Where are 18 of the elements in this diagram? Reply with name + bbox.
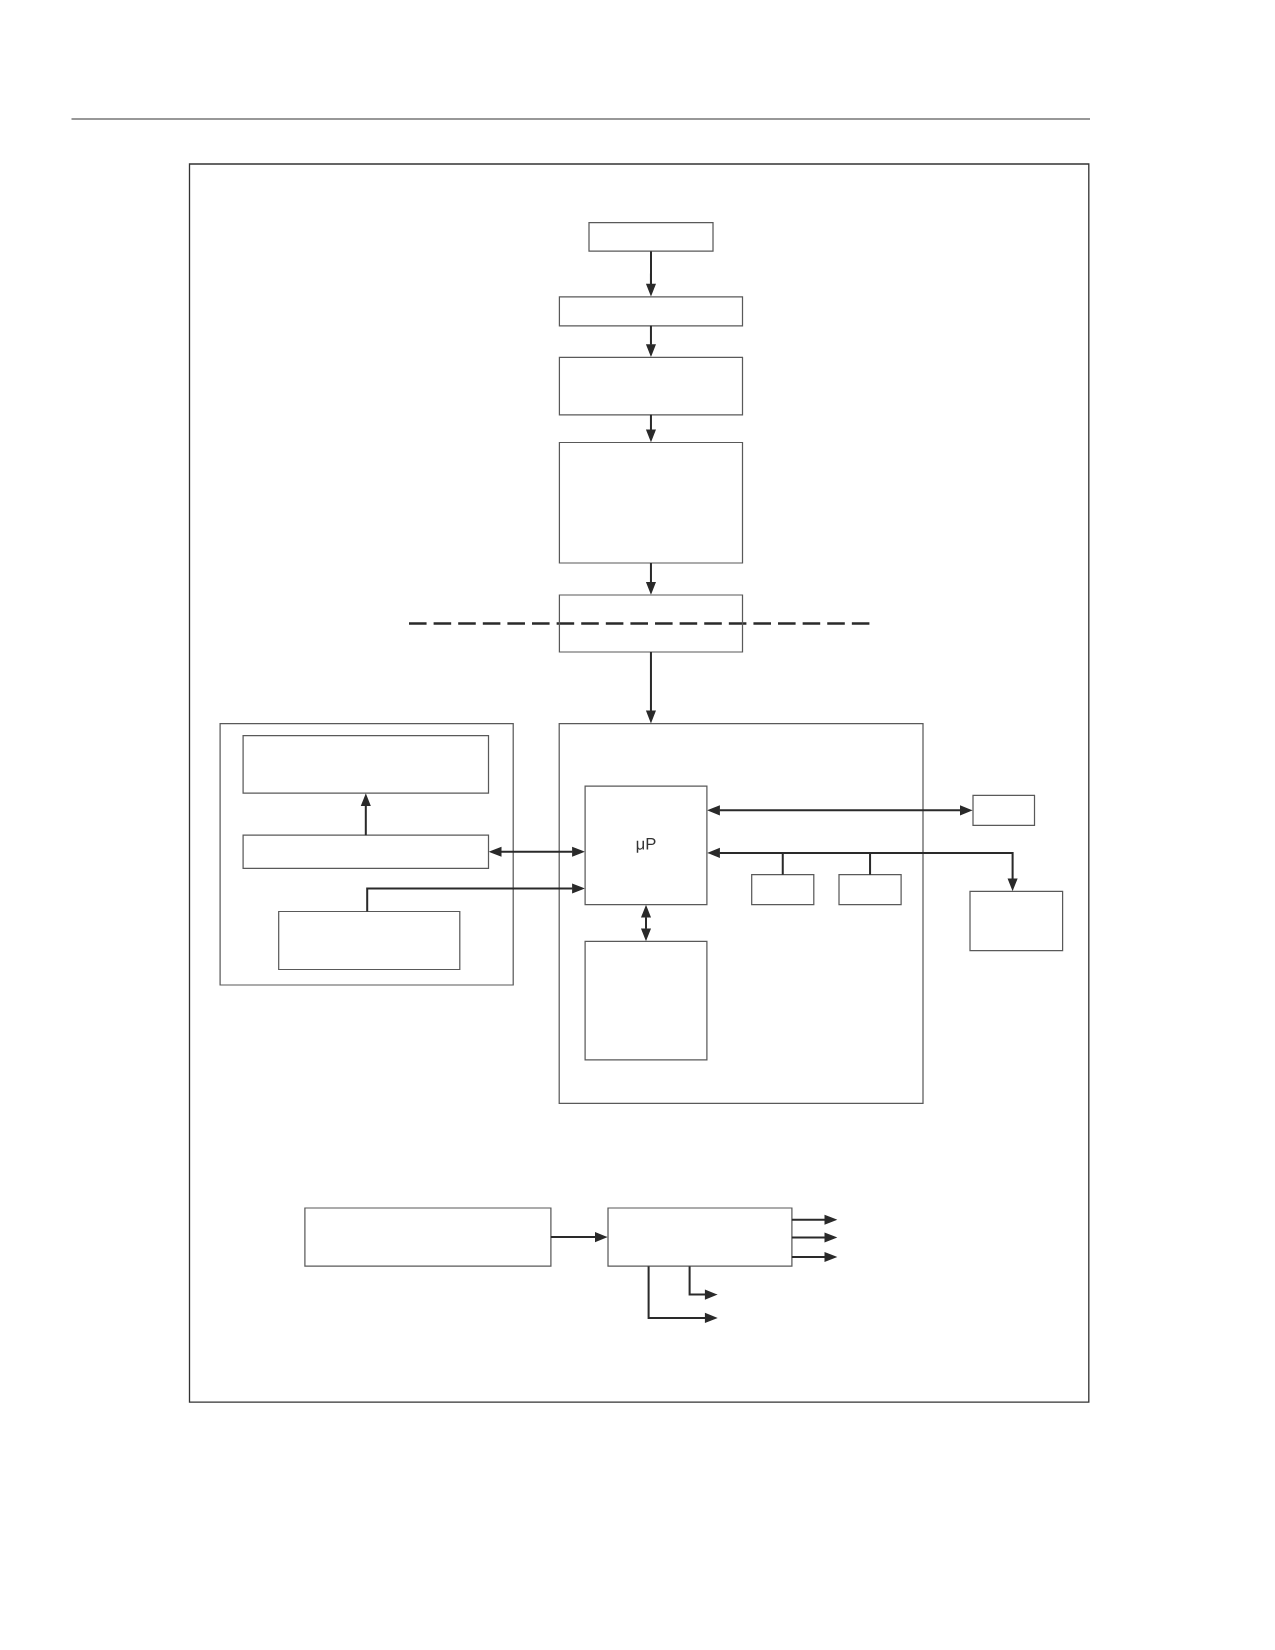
block-box	[584, 940, 708, 1061]
block-box: μP	[584, 785, 708, 906]
group-box	[558, 723, 924, 1105]
block-box	[242, 735, 490, 794]
block-box	[558, 441, 744, 564]
block-box	[751, 874, 815, 906]
block-box	[278, 910, 461, 971]
block-box	[607, 1207, 793, 1267]
block-box	[969, 890, 1064, 952]
group-box	[219, 723, 514, 986]
block-box	[838, 874, 902, 906]
block-box	[304, 1207, 552, 1267]
block-box	[588, 222, 714, 252]
block-box	[972, 794, 1036, 826]
block-box	[558, 594, 744, 653]
block-box	[242, 834, 490, 870]
block-box	[558, 356, 744, 416]
block-box	[558, 296, 744, 327]
